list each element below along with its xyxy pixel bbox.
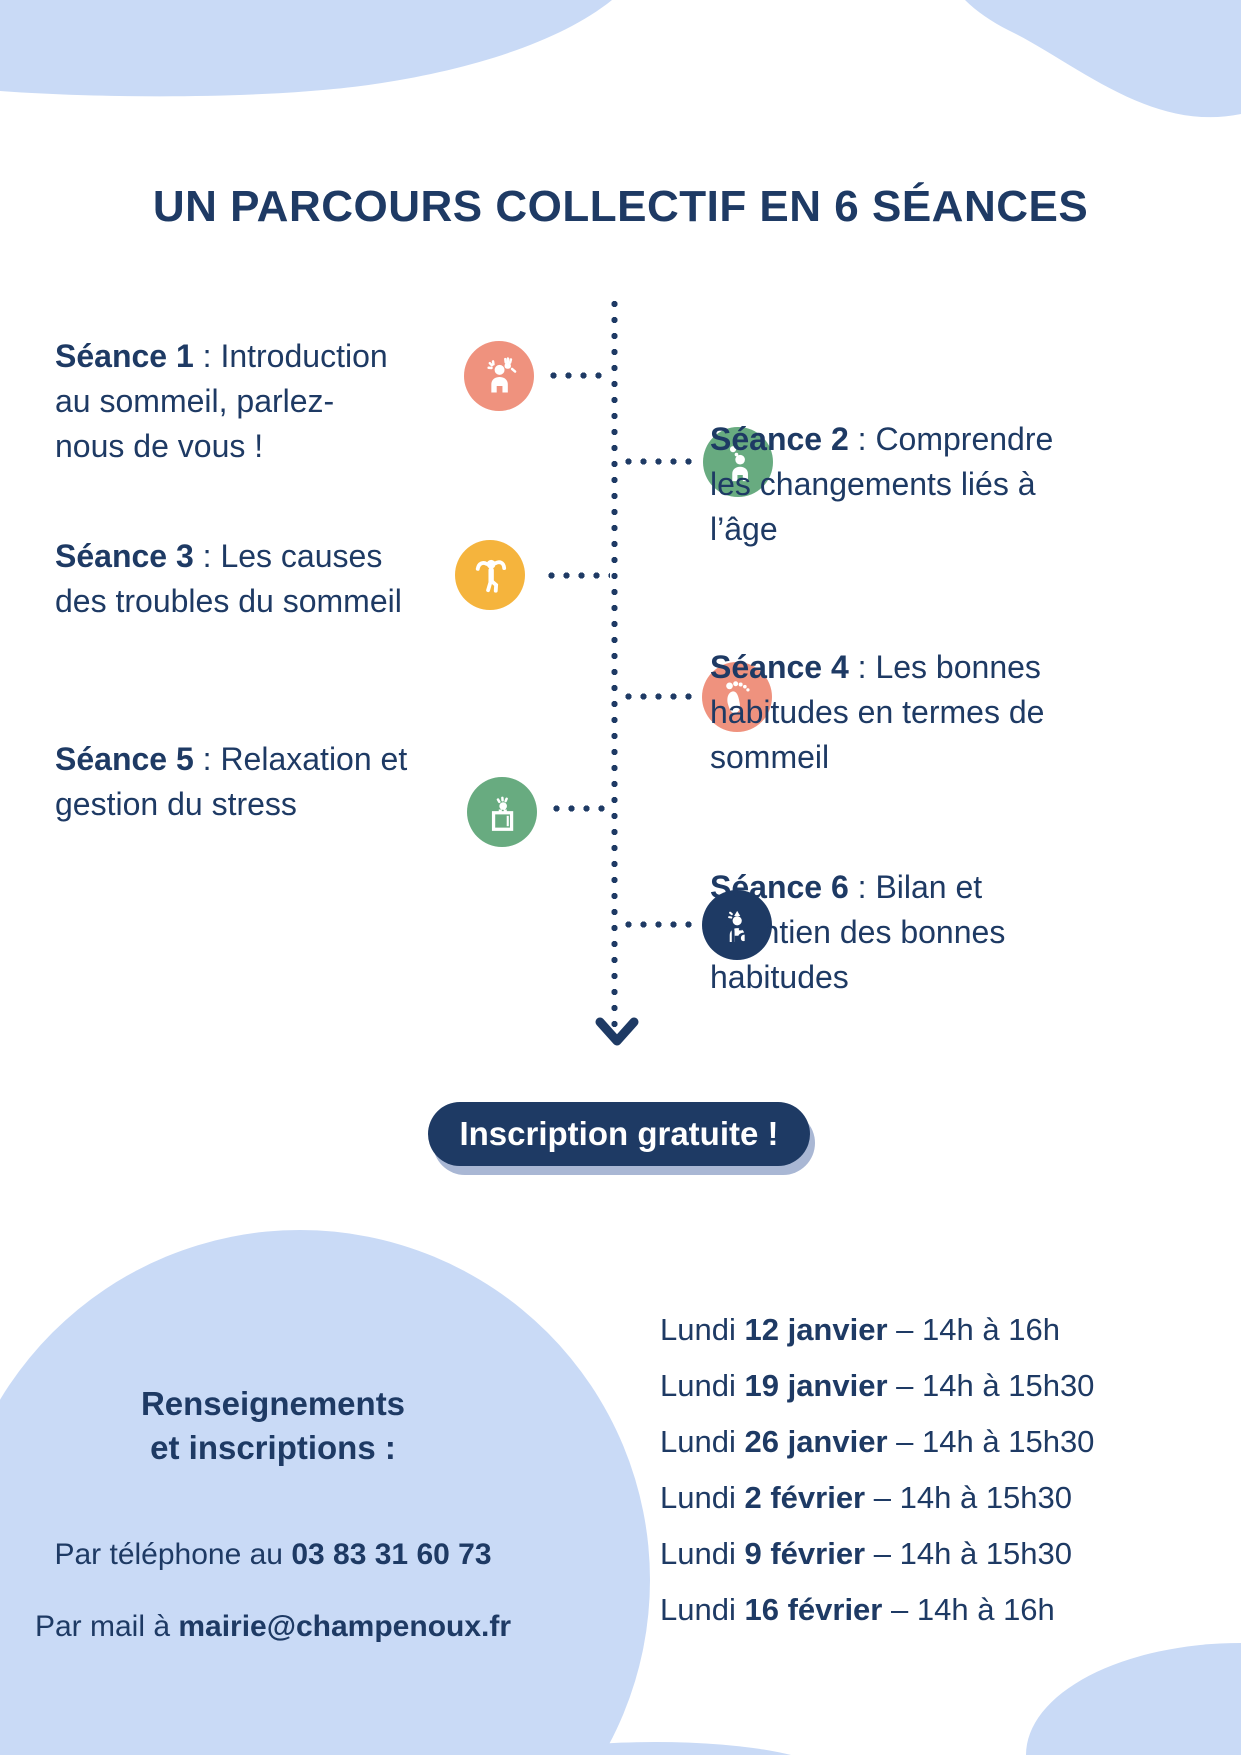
arrow-down-icon bbox=[595, 1017, 639, 1046]
session-4-line1: Séance 4 : Les bonnes bbox=[710, 649, 1041, 685]
session-6-label: Séance 6 bbox=[710, 869, 849, 905]
contact-mail-line: Par mail à mairie@champenoux.fr bbox=[34, 1610, 512, 1643]
free-registration-button[interactable]: Inscription gratuite ! bbox=[428, 1102, 810, 1166]
email-address[interactable]: mairie@champenoux.fr bbox=[178, 1610, 512, 1643]
session-2-text: Séance 2 : Comprendre les changements li… bbox=[710, 417, 1053, 552]
schedule-row: Lundi 9 février – 14h à 15h30 bbox=[660, 1536, 1073, 1571]
session-3-line1: Séance 3 : Les causes bbox=[55, 538, 383, 574]
connector-session-3 bbox=[544, 572, 610, 579]
schedule-row: Lundi 2 février – 14h à 15h30 bbox=[660, 1480, 1073, 1515]
session-3-text: Séance 3 : Les causes des troubles du so… bbox=[55, 534, 402, 624]
contact-phone-line: Par téléphone au 03 83 31 60 73 bbox=[54, 1538, 492, 1571]
connector-session-4 bbox=[621, 693, 697, 700]
schedule-row: Lundi 26 janvier – 14h à 15h30 bbox=[660, 1424, 1095, 1459]
session-3-label: Séance 3 bbox=[55, 538, 194, 574]
schedule-list: Lundi 12 janvier – 14h à 16h Lundi 19 ja… bbox=[660, 1302, 1094, 1638]
session-2-line1: Séance 2 : Comprendre bbox=[710, 421, 1054, 457]
schedule-row: Lundi 19 janvier – 14h à 15h30 bbox=[660, 1368, 1095, 1403]
session-4-text: Séance 4 : Les bonnes habitudes en terme… bbox=[710, 645, 1044, 780]
phone-number[interactable]: 03 83 31 60 73 bbox=[291, 1538, 492, 1571]
session-1-label: Séance 1 bbox=[55, 338, 194, 374]
stretching-person-icon bbox=[455, 540, 525, 610]
session-5-text: Séance 5 : Relaxation et gestion du stre… bbox=[55, 737, 407, 827]
connector-session-1 bbox=[546, 372, 610, 379]
session-6-line1: Séance 6 : Bilan et bbox=[710, 869, 983, 905]
contact-heading: Renseignements et inscriptions : bbox=[140, 1385, 406, 1466]
timeline-dotted-line bbox=[611, 296, 618, 1032]
session-2-label: Séance 2 bbox=[710, 421, 849, 457]
bottom-right-blob bbox=[1026, 1643, 1241, 1755]
thinking-person-icon bbox=[703, 427, 773, 497]
connector-session-6 bbox=[621, 921, 697, 928]
session-6-text: Séance 6 : Bilan et maintien des bonnes … bbox=[710, 865, 1005, 1000]
footprint-icon bbox=[702, 662, 772, 732]
session-1-line1: Séance 1 : Introduction bbox=[55, 338, 388, 374]
connector-session-5 bbox=[549, 805, 610, 812]
top-wave-decoration bbox=[0, 0, 1241, 118]
session-4-label: Séance 4 bbox=[710, 649, 849, 685]
waving-person-icon bbox=[464, 341, 534, 411]
session-5-label: Séance 5 bbox=[55, 741, 194, 777]
schedule-row: Lundi 16 février – 14h à 16h bbox=[660, 1592, 1055, 1627]
diffuser-icon bbox=[467, 777, 537, 847]
schedule-row: Lundi 12 janvier – 14h à 16h bbox=[660, 1312, 1060, 1347]
session-1-text: Séance 1 : Introduction au sommeil, parl… bbox=[55, 334, 388, 469]
achievement-person-icon bbox=[702, 890, 772, 960]
session-5-line1: Séance 5 : Relaxation et bbox=[55, 741, 408, 777]
connector-session-2 bbox=[621, 458, 697, 465]
contact-circle-background bbox=[0, 1230, 650, 1755]
page-title: UN PARCOURS COLLECTIF EN 6 SÉANCES bbox=[152, 182, 1089, 231]
